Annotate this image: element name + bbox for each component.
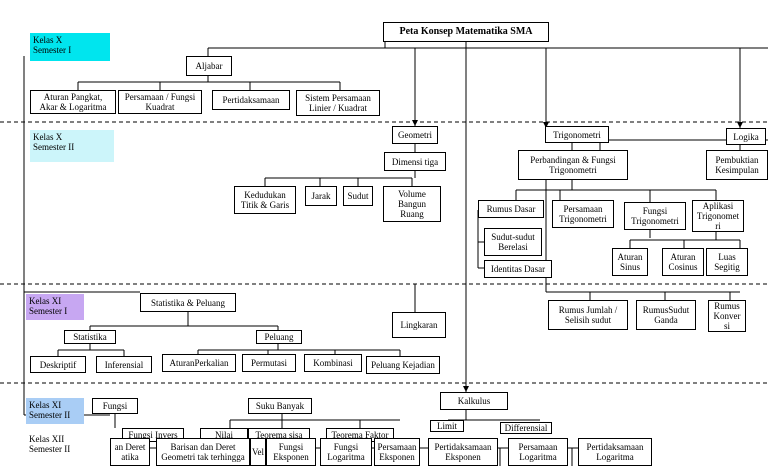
node-fungsi-eksponen: Fungsi Eksponen bbox=[266, 438, 316, 466]
node-geometri: Geometri bbox=[392, 126, 438, 144]
node-limit: Limit bbox=[430, 420, 464, 432]
node-aturan-perkalian: AturanPerkalian bbox=[162, 354, 236, 372]
node-fungsi-trigonometri: Fungsi Trigonometri bbox=[624, 202, 686, 230]
node-pertidaksamaan: Pertidaksamaan bbox=[212, 90, 290, 110]
node-rumus-sudut-ganda: RumusSudut Ganda bbox=[636, 300, 696, 330]
node-pertidaksamaan-logaritma: Pertidaksamaan Logaritma bbox=[578, 438, 652, 466]
node-statistika-peluang: Statistika & Peluang bbox=[140, 293, 236, 312]
node-kedudukan: Kedudukan Titik & Garis bbox=[234, 186, 296, 214]
node-rumus-konversi: Rumus Konver si bbox=[708, 300, 746, 332]
node-lingkaran: Lingkaran bbox=[392, 312, 446, 338]
semester-label-x2: Kelas X Semester II bbox=[30, 130, 114, 162]
node-fungsi-logaritma: Fungsi Logaritma bbox=[320, 438, 372, 466]
node-aturan-pangkat: Aturan Pangkat, Akar & Logaritma bbox=[30, 90, 116, 114]
node-deret-aritmatika: an Deret atika bbox=[110, 438, 150, 466]
node-volume: Volume Bangun Ruang bbox=[383, 186, 441, 222]
node-identitas-dasar: Identitas Dasar bbox=[484, 260, 552, 278]
node-perbandingan: Perbandingan & Fungsi Trigonometri bbox=[518, 150, 628, 180]
node-barisan-deret-geometri: Barisan dan Deret Geometri tak terhingga bbox=[156, 438, 250, 466]
node-inferensial: Inferensial bbox=[96, 356, 152, 373]
node-pembuktian: Pembuktian Kesimpulan bbox=[706, 150, 768, 180]
semester-label-x1: Kelas X Semester I bbox=[30, 33, 110, 61]
node-persamaan-logaritma: Persamaan Logaritma bbox=[508, 438, 568, 466]
node-fungsi: Fungsi bbox=[92, 398, 138, 414]
node-peluang: Peluang bbox=[256, 330, 302, 344]
node-persamaan-trigonometri: Persamaan Trigonometri bbox=[552, 200, 614, 228]
node-aturan-cosinus: Aturan Cosinus bbox=[662, 248, 704, 276]
node-pertidaksamaan-eksponen: Pertidaksamaan Eksponen bbox=[428, 438, 498, 466]
node-sistem-persamaan: Sistem Persamaan Linier / Kuadrat bbox=[296, 90, 380, 116]
node-statistika: Statistika bbox=[64, 330, 116, 344]
node-permutasi: Permutasi bbox=[242, 354, 296, 372]
semester-label-xii2: Kelas XII Semester II bbox=[29, 434, 71, 454]
node-aplikasi-trigonometri: Aplikasi Trigonomet ri bbox=[692, 200, 744, 232]
semester-label-xi1: Kelas XI Semester I bbox=[26, 294, 84, 320]
node-jarak: Jarak bbox=[305, 186, 337, 206]
node-aljabar: Aljabar bbox=[186, 56, 232, 76]
semester-label-xi2: Kelas XI Semester II bbox=[26, 398, 84, 424]
node-kalkulus: Kalkulus bbox=[440, 392, 508, 410]
node-logika: Logika bbox=[726, 128, 766, 145]
node-trigonometri: Trigonometri bbox=[545, 126, 609, 143]
node-luas-segitig: Luas Segitig bbox=[706, 248, 748, 276]
node-deskriptif: Deskriptif bbox=[30, 356, 86, 373]
node-persamaan-eksponen: Persamaan Eksponen bbox=[374, 438, 420, 466]
node-sudut-berelasi: Sudut-sudut Berelasi bbox=[484, 228, 542, 256]
node-sudut: Sudut bbox=[343, 186, 373, 206]
diagram-title: Peta Konsep Matematika SMA bbox=[383, 22, 549, 42]
node-kombinasi: Kombinasi bbox=[304, 354, 362, 372]
node-dimensi-tiga: Dimensi tiga bbox=[384, 152, 446, 171]
node-suku-banyak: Suku Banyak bbox=[248, 398, 312, 414]
node-aturan-sinus: Aturan Sinus bbox=[612, 248, 648, 276]
node-vektor-fragment: Vel bbox=[250, 438, 266, 466]
node-rumus-dasar: Rumus Dasar bbox=[478, 200, 544, 218]
node-peluang-kejadian: Peluang Kejadian bbox=[366, 356, 440, 374]
node-diferensial: Differensial bbox=[500, 422, 552, 434]
node-rumus-jumlah: Rumus Jumlah / Selisih sudut bbox=[548, 300, 628, 330]
node-persamaan-fungsi-kuadrat: Persamaan / Fungsi Kuadrat bbox=[118, 90, 202, 114]
